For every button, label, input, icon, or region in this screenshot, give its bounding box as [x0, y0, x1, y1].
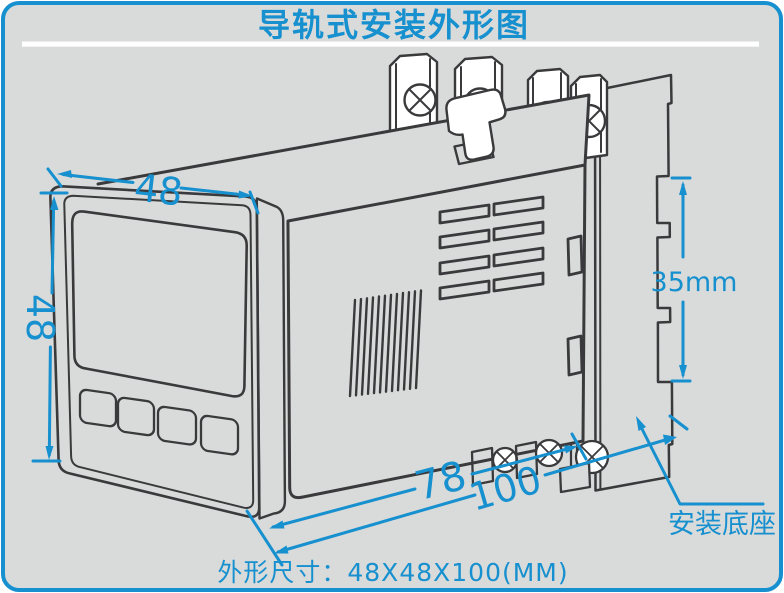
rear-cutouts	[566, 234, 584, 377]
dim-height-value: 48	[18, 294, 62, 342]
vent-slots	[438, 195, 545, 301]
dim-width-48: 48	[46, 165, 260, 215]
figure-title: 导轨式安装外形图	[258, 6, 530, 44]
panel-button-1	[78, 388, 118, 428]
front-panel	[49, 185, 261, 519]
figure-caption: 外形尺寸：48X48X100(MM)	[217, 558, 568, 587]
panel-button-2	[116, 396, 156, 437]
rail-release-latch	[445, 88, 507, 161]
dim-rail-value: 35mm	[651, 267, 738, 298]
title-divider	[22, 41, 759, 47]
dim-width-value: 48	[132, 165, 185, 214]
dim-height-48: 48	[18, 191, 69, 463]
mount-base-label: 安装底座	[668, 509, 776, 540]
vent-slats	[348, 289, 423, 398]
device-drawing	[49, 52, 674, 520]
mount-base-callout: 安装底座	[636, 416, 776, 540]
panel-button-3	[156, 405, 198, 446]
front-buttons	[78, 388, 240, 456]
dim-rail-35mm: 35mm	[651, 176, 738, 383]
bezel-side-strip	[255, 197, 287, 520]
panel-button-4	[199, 414, 240, 456]
case-side-face	[286, 163, 587, 500]
mounting-base-plate	[593, 73, 674, 492]
display-window	[70, 210, 249, 398]
